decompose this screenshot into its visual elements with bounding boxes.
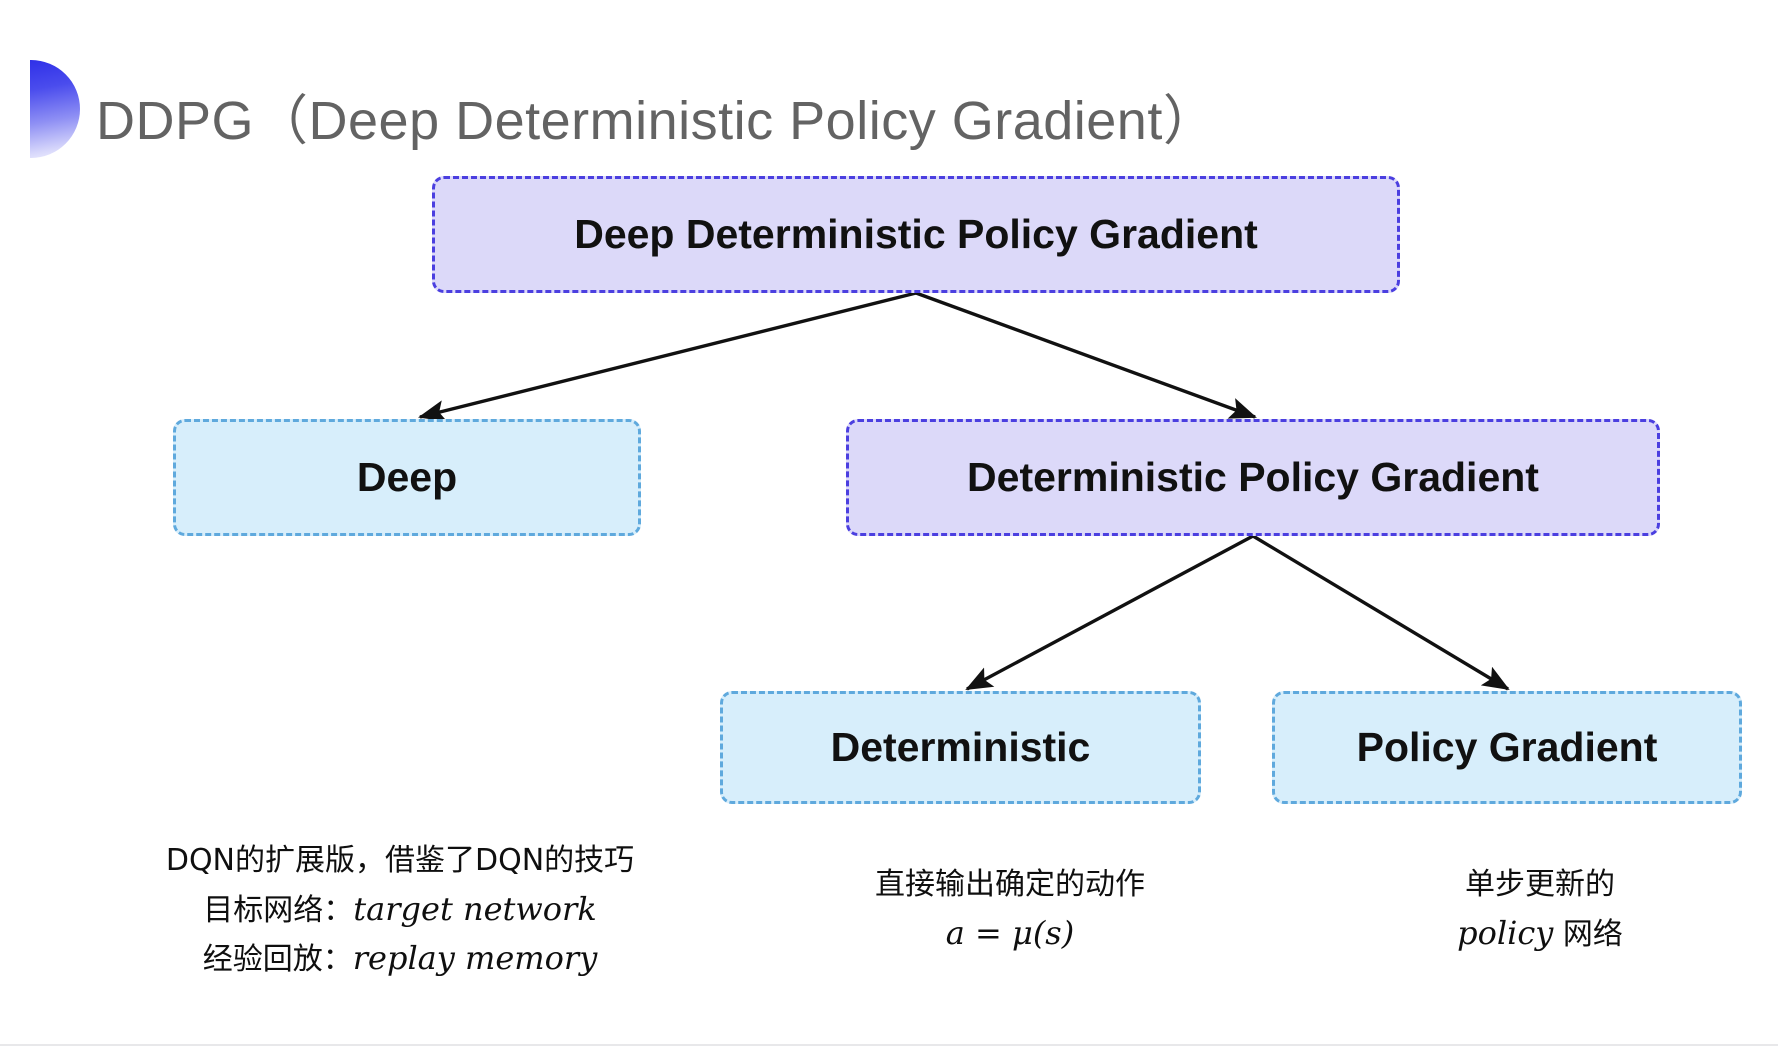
- edge-root-to-dpg: [915, 291, 1257, 419]
- edge-root-to-deep: [418, 291, 917, 422]
- annotation-deep: DQN的扩展版，借鉴了DQN的技巧 目标网络：target network 经验…: [120, 838, 680, 984]
- annotation-deep-line3: 经验回放：replay memory: [120, 934, 680, 984]
- node-deterministic[interactable]: Deterministic: [720, 691, 1201, 804]
- annotation-policy-gradient: 单步更新的 policy 网络: [1350, 862, 1730, 958]
- annotation-policy-gradient-line2: policy 网络: [1350, 909, 1730, 959]
- annotation-deep-line2: 目标网络：target network: [120, 885, 680, 935]
- node-deep[interactable]: Deep: [173, 419, 641, 536]
- annotation-deterministic: 直接输出确定的动作 a = μ(s): [800, 862, 1220, 958]
- title-bullet-icon: [30, 60, 80, 158]
- annotation-policy-gradient-suffix: 网络: [1553, 916, 1623, 952]
- annotation-deep-line1: DQN的扩展版，借鉴了DQN的技巧: [165, 843, 635, 878]
- annotation-policy-gradient-term: policy: [1457, 913, 1554, 952]
- node-root[interactable]: Deep Deterministic Policy Gradient: [432, 176, 1400, 293]
- slide-bottom-rule: [0, 1044, 1778, 1056]
- edge-dpg-to-deterministic: [965, 534, 1254, 691]
- edge-dpg-to-policy-gradient: [1252, 534, 1510, 691]
- node-policy-gradient[interactable]: Policy Gradient: [1272, 691, 1742, 804]
- annotation-deterministic-formula: a = μ(s): [945, 913, 1075, 952]
- page-title: DDPG（Deep Deterministic Policy Gradient）: [96, 91, 1218, 151]
- annotation-policy-gradient-line1: 单步更新的: [1465, 867, 1615, 902]
- annotation-deterministic-line1: 直接输出确定的动作: [875, 867, 1145, 902]
- annotation-deep-line2-label: 目标网络：: [203, 892, 354, 928]
- annotation-deep-line3-term: replay memory: [352, 939, 598, 978]
- annotation-deep-line2-term: target network: [353, 889, 597, 928]
- node-deterministic-policy-gradient[interactable]: Deterministic Policy Gradient: [846, 419, 1660, 536]
- annotation-deep-line3-label: 经验回放：: [202, 942, 353, 978]
